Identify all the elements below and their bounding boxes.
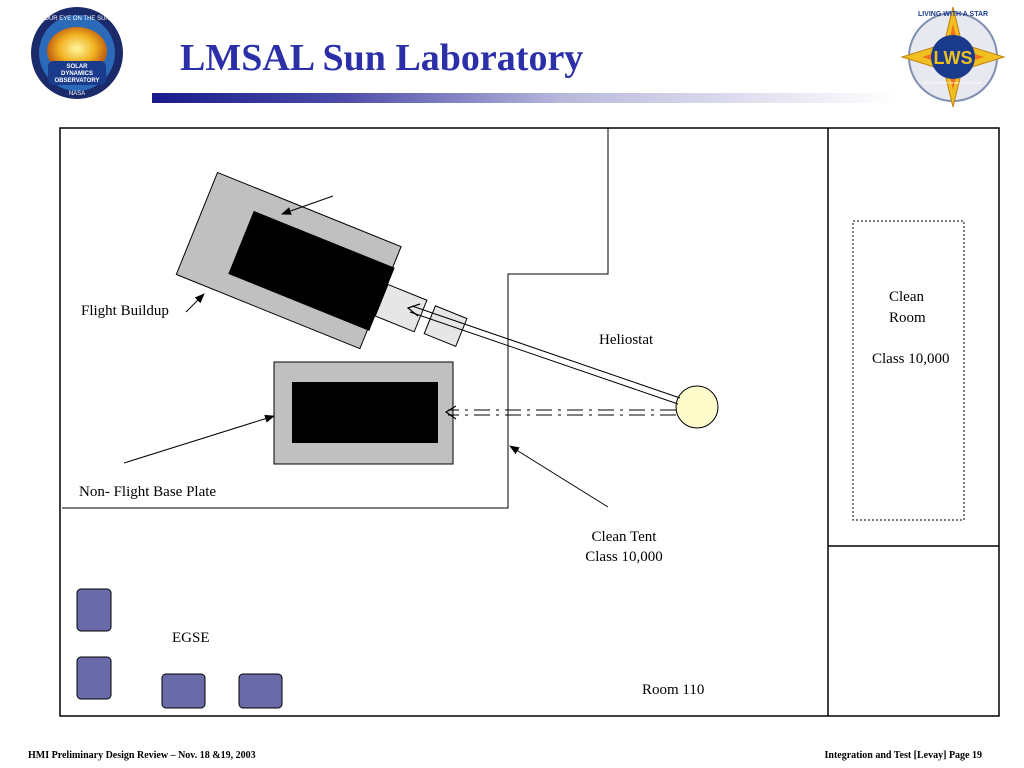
egse-rack-3	[161, 673, 206, 709]
alt-beam-arrowhead	[444, 405, 457, 420]
title-underline-bar	[152, 93, 898, 103]
callout-arrow-flight-buildup	[185, 293, 205, 313]
clean-tent-outline	[62, 128, 609, 509]
egse-rack-4	[238, 673, 283, 709]
footer-left: HMI Preliminary Design Review – Nov. 18 …	[28, 750, 256, 761]
sdo-bottom-text: NASA	[69, 91, 85, 97]
footer-right: Integration and Test [Levay] Page 19	[824, 750, 983, 761]
sdo-line3: OBSERVATORY	[54, 78, 99, 84]
clean-room-area	[852, 220, 965, 521]
lws-center-text: LWS	[934, 48, 973, 68]
flight-buildup-label: Flight Buildup	[81, 303, 169, 319]
egse-label: EGSE	[172, 630, 210, 646]
sdo-logo: OUR EYE ON THE SUN SOLAR DYNAMICS OBSERV…	[26, 5, 128, 101]
clean-tent-label-line1: Clean Tent	[591, 529, 657, 545]
callout-arrow-top	[281, 195, 334, 215]
flight-instrument	[228, 210, 395, 331]
light-beam-line-a	[411, 305, 681, 399]
clean-tent-class-label: Class 10,000	[585, 549, 663, 565]
sdo-line2: DYNAMICS	[61, 71, 93, 77]
lws-logo: LWS LIVING WITH A STAR Most Studied Sinc…	[896, 4, 1010, 110]
heliostat-label: Heliostat	[599, 332, 654, 348]
non-flight-instrument	[292, 382, 438, 443]
light-beam-arrowhead	[406, 303, 421, 317]
clean-room-label-line1: Clean	[889, 289, 924, 305]
sdo-arc-text: OUR EYE ON THE SUN	[44, 16, 110, 22]
flight-optics-window	[423, 305, 468, 348]
room-outline	[59, 127, 1000, 717]
clean-room-class-label: Class 10,000	[872, 351, 950, 367]
callout-arrow-base-plate	[123, 414, 275, 464]
lws-bottom-text: Most Studied Since High School	[924, 80, 981, 85]
non-flight-base-plate-label: Non- Flight Base Plate	[79, 484, 217, 500]
egse-rack-2	[76, 656, 112, 700]
page-title: LMSAL Sun Laboratory	[180, 37, 584, 79]
lws-arc-text: LIVING WITH A STAR	[918, 11, 988, 18]
flight-buildup-assembly	[175, 171, 468, 350]
sdo-line1: SOLAR	[67, 64, 89, 70]
room-number-label: Room 110	[642, 682, 705, 698]
egse-rack-1	[76, 588, 112, 632]
light-beam-line-b	[409, 311, 679, 405]
heliostat	[675, 385, 719, 429]
callout-arrow-clean-tent	[509, 445, 609, 508]
clean-room-label-line2: Room	[889, 310, 926, 326]
